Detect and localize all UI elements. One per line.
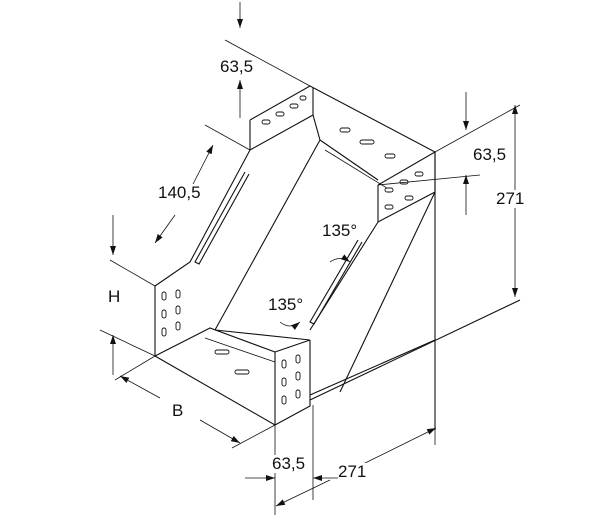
dim-bottom-length: 271 — [338, 462, 367, 481]
dim-width-label: B — [172, 401, 184, 420]
dim-angle-lower: 135° — [268, 295, 304, 314]
dim-right-width: 63,5 — [473, 145, 507, 164]
dim-bottom-width: 63,5 — [272, 454, 306, 473]
slot-holes — [161, 95, 424, 405]
dim-height-label: H — [108, 287, 121, 306]
dim-angle-upper: 135° — [322, 221, 358, 240]
dim-top-width: 63,5 — [220, 57, 254, 76]
tray-outline — [154, 85, 521, 430]
dimension-lines — [99, 2, 521, 515]
dim-slope-length: 140,5 — [158, 183, 201, 202]
dim-right-height: 271 — [496, 189, 525, 208]
